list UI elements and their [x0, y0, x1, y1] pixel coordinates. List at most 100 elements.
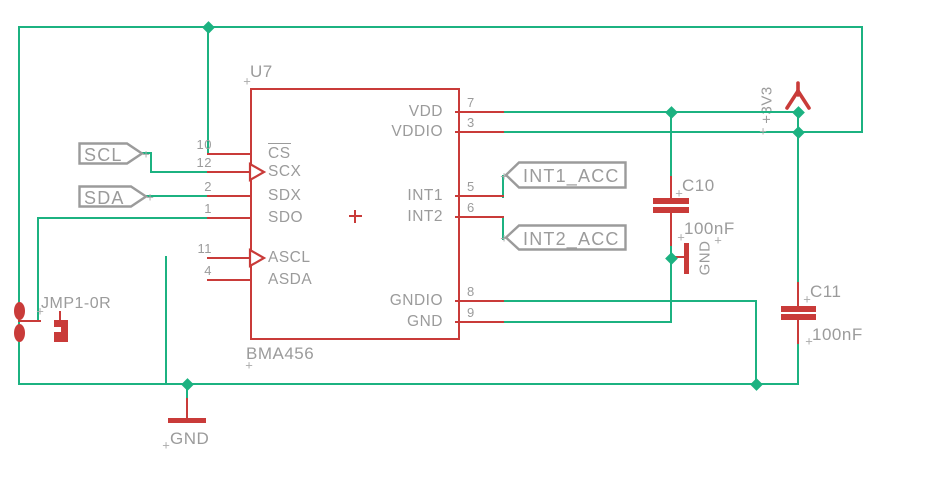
pin-name: ASCL [268, 250, 311, 266]
origin-cross-icon: + [36, 303, 44, 319]
pin-name-text: CS [268, 143, 291, 162]
pin-name: SCX [268, 164, 301, 180]
origin-cross-icon: + [759, 123, 767, 139]
net-flag-outline [78, 185, 149, 208]
net-wire[interactable] [669, 242, 673, 261]
net-wire[interactable] [145, 194, 210, 198]
pin-stub[interactable] [454, 194, 505, 198]
net-flag-int1_acc[interactable]: INT1_ACC [504, 161, 631, 193]
jumper-label: JMP1-0R [41, 295, 112, 312]
pin-number: 12 [196, 155, 212, 170]
jumper-pad[interactable] [14, 302, 25, 320]
origin-cross-icon: + [142, 146, 150, 162]
pin-stub[interactable] [454, 130, 505, 134]
pin-stub[interactable] [206, 194, 252, 198]
net-wire[interactable] [185, 382, 189, 402]
net-wire[interactable] [754, 299, 758, 386]
net-wire[interactable] [141, 151, 153, 155]
net-wire[interactable] [36, 216, 40, 323]
net-wire[interactable] [149, 170, 210, 174]
symbol-line[interactable] [669, 210, 673, 247]
pin-number: 2 [204, 179, 212, 194]
net-wire[interactable] [149, 151, 153, 174]
symbol-line[interactable] [185, 397, 189, 421]
net-wire[interactable] [501, 174, 505, 199]
pin-name: SDX [268, 188, 301, 204]
net-wire[interactable] [796, 110, 800, 286]
net-flag-label: SCL [84, 144, 123, 165]
pin-number: 9 [467, 305, 475, 320]
origin-cross-icon: + [500, 230, 508, 246]
pin-number: 5 [467, 179, 475, 194]
net-wire[interactable] [17, 25, 864, 29]
net-flag-sda[interactable]: SDA [78, 185, 151, 212]
net-flag-int2_acc[interactable]: INT2_ACC [504, 224, 631, 255]
symbol-line[interactable] [58, 310, 62, 323]
net-wire[interactable] [501, 215, 505, 241]
net-wire[interactable] [206, 25, 210, 156]
symbol-bar[interactable] [653, 207, 689, 213]
pin-name: INT1 [407, 187, 443, 204]
origin-cross-icon: + [146, 189, 154, 205]
symbol-line[interactable] [353, 209, 357, 224]
pin-name: SDO [268, 210, 303, 226]
clock-pin-icon [248, 248, 267, 268]
net-flag-outline [504, 161, 627, 189]
pin-stub[interactable] [454, 110, 505, 114]
power-3v3-label: +3V3 [758, 86, 776, 124]
cap-c10-value: 100nF [684, 219, 735, 238]
pin-stub[interactable] [454, 299, 505, 303]
jumper-pad[interactable] [14, 324, 25, 342]
pin-stub[interactable] [454, 215, 505, 219]
origin-cross-icon: + [245, 357, 253, 373]
net-flag-label: INT2_ACC [523, 228, 620, 249]
symbol-line[interactable] [796, 315, 800, 345]
cap-c11-value: 100nF [812, 325, 863, 344]
pin-stub[interactable] [454, 320, 505, 324]
net-wire[interactable] [501, 110, 800, 114]
pin-stub[interactable] [206, 152, 252, 156]
junction-dot [201, 20, 215, 34]
symbol-bar[interactable] [781, 314, 816, 320]
net-wire[interactable] [17, 382, 800, 386]
pin-name: CS [268, 143, 291, 162]
pin-stub[interactable] [206, 256, 252, 260]
net-flag-scl[interactable]: SCL [78, 142, 147, 169]
net-flag-outline [78, 142, 145, 165]
pin-number: 10 [196, 137, 212, 152]
net-wire[interactable] [796, 340, 800, 386]
net-flag-outline [504, 224, 627, 251]
pin-stub[interactable] [206, 170, 252, 174]
symbol-bar[interactable] [684, 243, 689, 274]
gnd-symbol-label-mid: GND [696, 240, 714, 276]
net-wire[interactable] [669, 256, 673, 324]
origin-cross-icon: + [677, 229, 685, 245]
symbol-line[interactable] [17, 319, 42, 323]
symbol-bar[interactable] [781, 306, 816, 312]
net-wire[interactable] [669, 110, 673, 180]
pin-stub[interactable] [206, 278, 252, 282]
origin-cross-icon: + [500, 168, 508, 184]
net-wire[interactable] [164, 255, 168, 386]
net-wire[interactable] [17, 25, 21, 386]
pin-name-text: SDO [268, 209, 304, 226]
cap-c10-refdes: C10 [682, 176, 715, 195]
symbol-line[interactable] [669, 175, 673, 201]
symbol-line[interactable] [796, 281, 800, 309]
net-flag-label: SDA [84, 187, 125, 208]
pin-stub[interactable] [206, 216, 252, 220]
net-wire[interactable] [501, 320, 673, 324]
net-wire[interactable] [36, 216, 210, 220]
net-wire[interactable] [860, 25, 864, 134]
net-wire[interactable] [501, 299, 758, 303]
power-3v3-arrow-icon[interactable] [783, 78, 813, 112]
symbol-bar[interactable] [168, 418, 206, 423]
ic-bma456-body[interactable] [250, 88, 460, 340]
net-wire[interactable] [501, 130, 864, 134]
pin-number: 3 [467, 115, 475, 130]
symbol-line[interactable] [669, 255, 688, 259]
symbol-bar[interactable] [54, 320, 68, 342]
pin-name: ASDA [268, 272, 312, 288]
symbol-bar[interactable] [653, 198, 689, 204]
